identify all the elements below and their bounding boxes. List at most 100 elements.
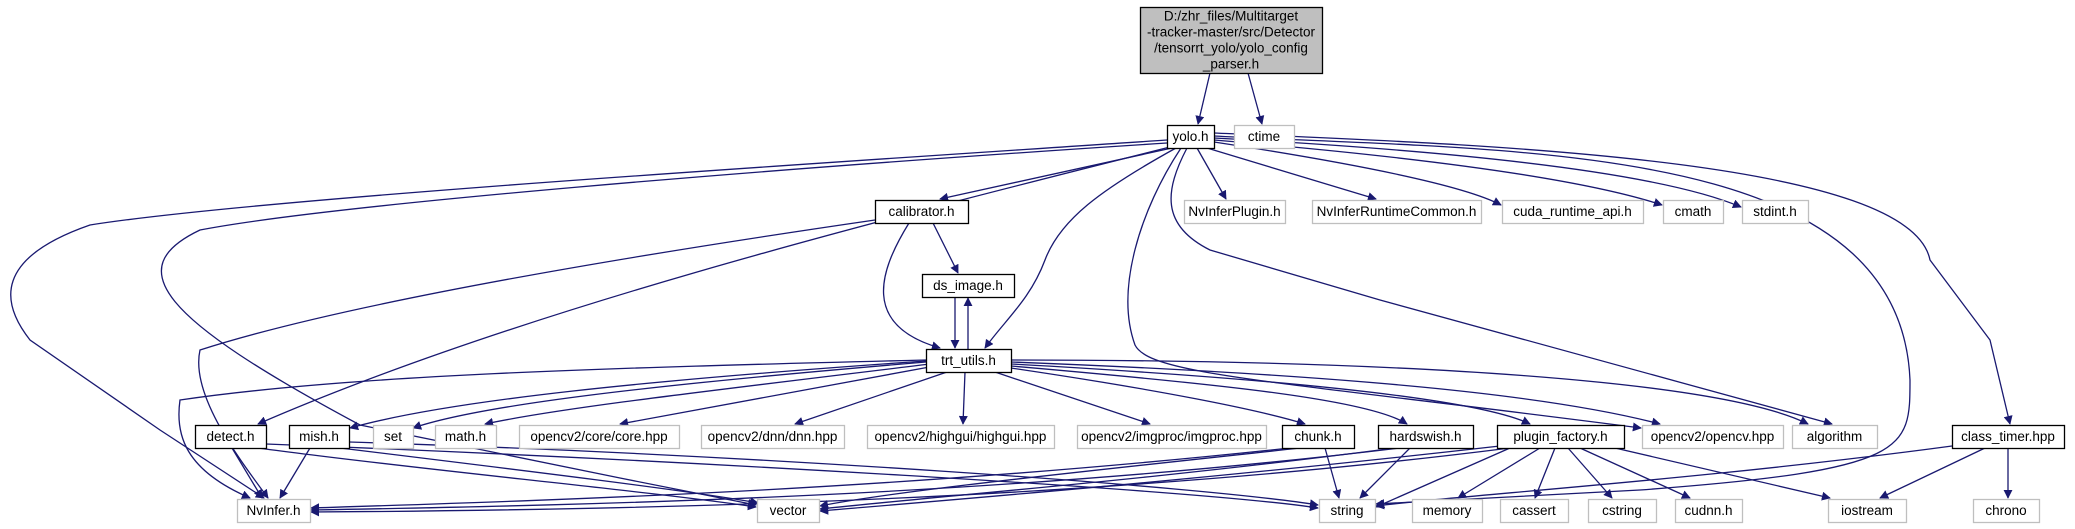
node-nvinferruntime: NvInferRuntimeCommon.h bbox=[1311, 199, 1483, 225]
node-label-cassert: cassert bbox=[1512, 503, 1556, 518]
node-box-root bbox=[1139, 6, 1324, 75]
node-box-cvcore bbox=[518, 424, 681, 450]
node-label-detect: detect.h bbox=[206, 429, 254, 444]
node-box-cudnn bbox=[1674, 498, 1744, 524]
edge-root-to-yolo bbox=[1195, 72, 1211, 125]
node-cstring: cstring bbox=[1587, 498, 1658, 524]
edge-yolo-to-trtutils bbox=[984, 147, 1177, 349]
node-box-string bbox=[1318, 498, 1377, 524]
node-cvhighgui: opencv2/highgui/highgui.hpp bbox=[866, 424, 1056, 450]
node-label-root: _parser.h bbox=[1202, 57, 1259, 72]
node-box-cvdnn bbox=[700, 424, 846, 450]
node-pluginfactory[interactable]: plugin_factory.h bbox=[1496, 424, 1626, 450]
node-box-mish bbox=[288, 424, 351, 450]
nodes-layer: D:/zhr_files/Multitarget-tracker-master/… bbox=[194, 6, 2066, 524]
node-label-pluginfactory: plugin_factory.h bbox=[1513, 429, 1607, 444]
node-opencv: opencv2/opencv.hpp bbox=[1641, 424, 1785, 450]
node-label-calibrator: calibrator.h bbox=[888, 204, 954, 219]
edge-yolo-to-cudaruntime bbox=[1213, 141, 1502, 206]
edge-calibrator-to-nvinfer bbox=[198, 219, 876, 499]
node-label-stdint: stdint.h bbox=[1753, 204, 1797, 219]
edge-yolo-to-string bbox=[1213, 135, 1911, 509]
node-label-algorithm: algorithm bbox=[1807, 429, 1863, 444]
edge-yolo-to-classtimer bbox=[1213, 132, 2013, 425]
node-yolo[interactable]: yolo.h bbox=[1166, 124, 1216, 150]
node-cmath: cmath bbox=[1662, 199, 1725, 225]
node-label-ctime: ctime bbox=[1248, 129, 1280, 144]
node-label-cvdnn: opencv2/dnn/dnn.hpp bbox=[708, 429, 838, 444]
node-box-cmath bbox=[1662, 199, 1725, 225]
node-label-cvcore: opencv2/core/core.hpp bbox=[530, 429, 667, 444]
edge-calibrator-to-trtutils bbox=[882, 222, 941, 351]
node-box-opencv bbox=[1641, 424, 1785, 450]
node-label-cudnn: cudnn.h bbox=[1684, 503, 1732, 518]
edge-detect-to-vector bbox=[257, 447, 757, 511]
edge-pluginfactory-to-string bbox=[1375, 447, 1511, 508]
node-box-chunk bbox=[1281, 424, 1356, 450]
node-box-cudaruntime bbox=[1501, 199, 1645, 225]
node-cassert: cassert bbox=[1499, 498, 1570, 524]
node-mish[interactable]: mish.h bbox=[288, 424, 351, 450]
node-vector: vector bbox=[756, 498, 821, 524]
node-box-chrono bbox=[1972, 498, 2041, 524]
node-calibrator[interactable]: calibrator.h bbox=[874, 199, 970, 225]
edge-mish-to-string bbox=[348, 441, 1319, 509]
node-label-opencv: opencv2/opencv.hpp bbox=[1651, 429, 1775, 444]
edge-classtimer-to-iostream bbox=[1879, 447, 1986, 499]
edge-trtutils-to-set bbox=[412, 361, 927, 430]
node-algorithm: algorithm bbox=[1791, 424, 1879, 450]
node-box-cvhighgui bbox=[866, 424, 1056, 450]
edge-trtutils-to-mish bbox=[349, 360, 927, 431]
node-iostream: iostream bbox=[1827, 498, 1908, 524]
node-box-ctime bbox=[1233, 124, 1296, 150]
edge-pluginfactory-to-cstring bbox=[1567, 447, 1613, 499]
edge-calibrator-to-dsimage bbox=[932, 222, 959, 274]
node-label-memory: memory bbox=[1423, 503, 1472, 518]
edge-yolo-to-opencv bbox=[1127, 147, 1642, 432]
edge-hardswish-to-nvinfer bbox=[310, 447, 1401, 515]
node-nvinferplugin: NvInferPlugin.h bbox=[1183, 199, 1287, 225]
node-detect[interactable]: detect.h bbox=[194, 424, 268, 450]
edges-layer bbox=[10, 72, 2013, 517]
edge-chunk-to-nvinfer bbox=[310, 447, 1291, 513]
edge-yolo-to-nvinferplugin bbox=[1196, 147, 1227, 200]
node-label-classtimer: class_timer.hpp bbox=[1961, 429, 2055, 444]
edge-pluginfactory-to-memory bbox=[1457, 447, 1541, 499]
node-label-cvimgproc: opencv2/imgproc/imgproc.hpp bbox=[1081, 429, 1262, 444]
edge-yolo-to-calibrator bbox=[939, 147, 1173, 202]
edge-pluginfactory-to-nvinfer bbox=[310, 447, 1511, 517]
node-label-cudaruntime: cuda_runtime_api.h bbox=[1513, 204, 1632, 219]
node-cudaruntime: cuda_runtime_api.h bbox=[1501, 199, 1645, 225]
node-string: string bbox=[1318, 498, 1377, 524]
node-box-cstring bbox=[1587, 498, 1658, 524]
edge-trtutils-to-cvimgproc bbox=[994, 371, 1151, 426]
node-box-set bbox=[372, 424, 415, 450]
edge-pluginfactory-to-cassert bbox=[1533, 447, 1556, 499]
node-dsimage[interactable]: ds_image.h bbox=[921, 273, 1016, 299]
node-label-cstring: cstring bbox=[1602, 503, 1642, 518]
node-box-stdint bbox=[1741, 199, 1810, 225]
node-box-nvinferruntime bbox=[1311, 199, 1483, 225]
node-cvdnn: opencv2/dnn/dnn.hpp bbox=[700, 424, 846, 450]
node-label-trtutils: trt_utils.h bbox=[941, 353, 996, 368]
node-box-mathh bbox=[434, 424, 498, 450]
node-label-iostream: iostream bbox=[1841, 503, 1893, 518]
edge-yolo-to-cmath bbox=[1213, 139, 1663, 207]
node-box-classtimer bbox=[1951, 424, 2066, 450]
edge-trtutils-to-cvdnn bbox=[794, 371, 948, 426]
edge-yolo-to-algorithm bbox=[1170, 147, 1833, 427]
node-classtimer[interactable]: class_timer.hpp bbox=[1951, 424, 2066, 450]
node-hardswish[interactable]: hardswish.h bbox=[1377, 424, 1475, 450]
node-chunk[interactable]: chunk.h bbox=[1281, 424, 1356, 450]
edge-trtutils-to-chunk bbox=[1010, 367, 1306, 426]
node-label-cvhighgui: opencv2/highgui/highgui.hpp bbox=[875, 429, 1047, 444]
node-mathh: math.h bbox=[434, 424, 498, 450]
node-cvcore: opencv2/core/core.hpp bbox=[518, 424, 681, 450]
edge-classtimer-to-string bbox=[1375, 445, 1953, 510]
node-box-trtutils bbox=[925, 348, 1013, 374]
node-trtutils[interactable]: trt_utils.h bbox=[925, 348, 1013, 374]
node-root: D:/zhr_files/Multitarget-tracker-master/… bbox=[1139, 6, 1324, 75]
edge-trtutils-to-algorithm bbox=[1010, 359, 1809, 425]
node-set: set bbox=[372, 424, 415, 450]
node-box-hardswish bbox=[1377, 424, 1475, 450]
